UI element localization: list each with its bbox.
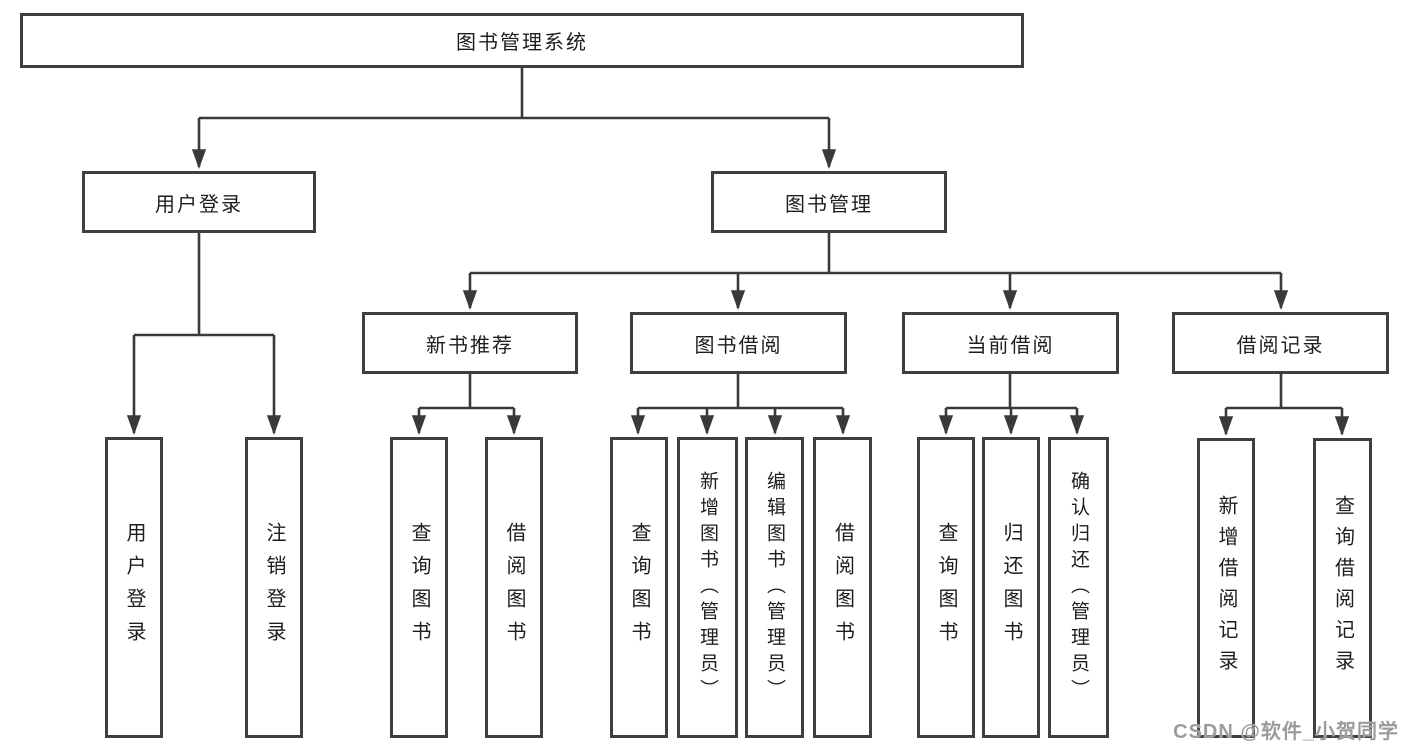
node-root: 图书管理系统 [20, 13, 1024, 68]
node-new-book-recommend-label: 新书推荐 [426, 334, 514, 357]
node-user-login: 用户登录 [82, 171, 316, 233]
tree-branch-lines [134, 68, 1342, 410]
node-current-borrow: 当前借阅 [902, 312, 1119, 374]
leaf-borrow-books-borrow: 借阅图书 [813, 437, 872, 738]
node-book-borrow: 图书借阅 [630, 312, 847, 374]
leaf-user-login-label: 用户登录 [123, 521, 145, 654]
leaf-confirm-return-admin: 确认归还（管理员） [1048, 437, 1109, 738]
leaf-edit-books-admin: 编辑图书（管理员） [745, 437, 804, 738]
leaf-query-borrow-record-label: 查询借阅记录 [1331, 495, 1354, 681]
arrow-lines [126, 118, 1350, 436]
node-root-label: 图书管理系统 [456, 32, 588, 54]
leaf-edit-books-admin-label: 编辑图书（管理员） [764, 470, 785, 705]
leaf-borrow-books-borrow-label: 借阅图书 [831, 521, 854, 654]
node-book-borrow-label: 图书借阅 [694, 334, 783, 357]
leaf-query-books-recommend-label: 查询图书 [408, 521, 430, 654]
leaf-query-books-borrow-label: 查询图书 [628, 521, 650, 654]
leaf-borrow-books-recommend: 借阅图书 [485, 437, 543, 738]
node-new-book-recommend: 新书推荐 [362, 312, 578, 374]
leaf-logout-label: 注销登录 [263, 521, 285, 654]
leaf-logout: 注销登录 [245, 437, 303, 738]
leaf-query-borrow-record: 查询借阅记录 [1313, 438, 1372, 738]
leaf-add-borrow-record-label: 新增借阅记录 [1215, 495, 1237, 681]
leaf-add-books-admin-label: 新增图书（管理员） [697, 470, 718, 705]
node-book-management-label: 图书管理 [785, 193, 873, 216]
leaf-confirm-return-admin-label: 确认归还（管理员） [1068, 470, 1089, 705]
leaf-query-books-borrow: 查询图书 [610, 437, 668, 738]
leaf-return-books: 归还图书 [982, 437, 1040, 738]
leaf-query-books-current: 查询图书 [917, 437, 975, 738]
leaf-query-books-current-label: 查询图书 [935, 521, 957, 654]
leaf-add-borrow-record: 新增借阅记录 [1197, 438, 1255, 738]
leaf-borrow-books-recommend-label: 借阅图书 [503, 521, 525, 654]
leaf-add-books-admin: 新增图书（管理员） [677, 437, 738, 738]
node-book-management: 图书管理 [711, 171, 947, 233]
leaf-return-books-label: 归还图书 [1000, 521, 1022, 654]
node-borrow-record: 借阅记录 [1172, 312, 1389, 374]
node-current-borrow-label: 当前借阅 [966, 334, 1055, 357]
node-borrow-record-label: 借阅记录 [1236, 334, 1325, 357]
node-user-login-label: 用户登录 [155, 193, 243, 216]
leaf-query-books-recommend: 查询图书 [390, 437, 448, 738]
leaf-user-login: 用户登录 [105, 437, 163, 738]
csdn-watermark: CSDN @软件_小贺同学 [1173, 721, 1399, 743]
